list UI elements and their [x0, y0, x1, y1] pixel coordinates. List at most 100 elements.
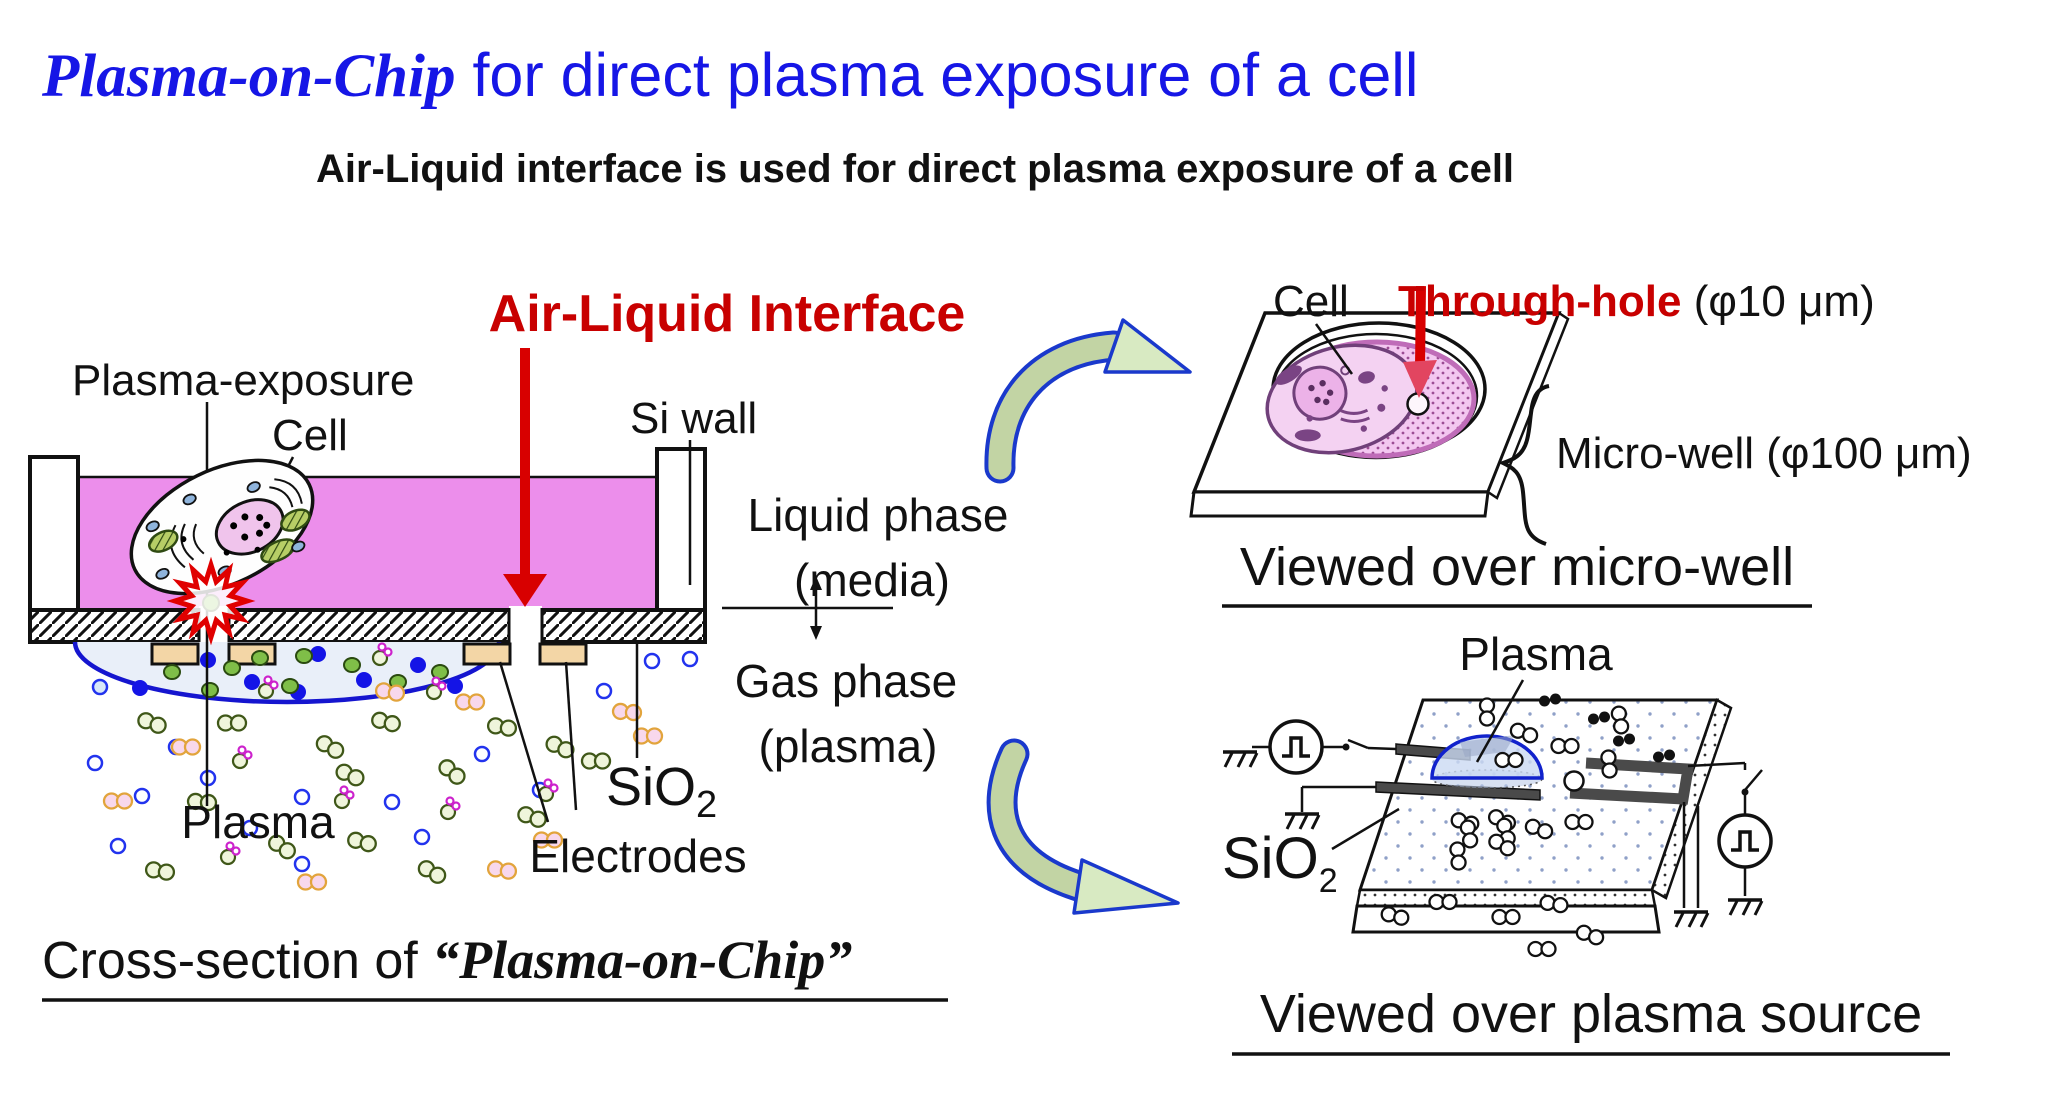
plasma-source-caption: Viewed over plasma source: [1260, 984, 1922, 1044]
title-rest: for direct plasma exposure of a cell: [456, 41, 1419, 109]
ion-particle: [356, 672, 372, 688]
molecule-o2: [229, 714, 248, 732]
gas-molecule: [1507, 751, 1524, 769]
plasma-exposure-starburst: [166, 556, 256, 646]
leader-source-sio2: [1331, 807, 1400, 851]
molecule-no: [115, 792, 134, 810]
particle-pair: [1599, 711, 1610, 723]
source-electrode-gap: [1563, 770, 1585, 792]
gas-atom: [133, 787, 151, 805]
molecule-oh: [451, 801, 461, 811]
microwell-chip-base: [1189, 490, 1490, 518]
ion-particle: [447, 678, 463, 694]
cross-section-diagram: Air-Liquid Interface Plasma-exposure Cel…: [28, 285, 1009, 1002]
label-cell: Cell: [272, 411, 348, 460]
gas-molecule: [1601, 762, 1618, 779]
molecule-no: [309, 873, 328, 891]
radical-particle: [201, 682, 219, 698]
gas-molecule: [1612, 718, 1630, 735]
ion-particle: [132, 680, 148, 696]
label-liquid-phase-1: Liquid phase: [748, 489, 1009, 541]
microwell-chip-edge: [1486, 311, 1570, 500]
through-hole-arrow: [1403, 285, 1437, 398]
molecule-o2: [593, 752, 612, 770]
gas-molecule: [1450, 854, 1467, 871]
particle-pair: [1624, 733, 1635, 745]
ion-particle: [410, 657, 426, 673]
pulse-generator-right: [1717, 813, 1773, 869]
molecule-oh: [269, 680, 279, 690]
ground-right-center: [1672, 910, 1710, 929]
source-electrode-u: [1569, 757, 1695, 805]
gas-molecule: [1461, 832, 1479, 849]
molecule-no: [467, 693, 486, 711]
gas-molecule: [1539, 894, 1556, 912]
molecule-o2: [448, 767, 466, 785]
phase-double-arrow: [810, 576, 822, 640]
leader-microwell-cell: [1314, 323, 1354, 375]
molecule-oh: [243, 750, 253, 760]
molecule-o2: [359, 835, 377, 853]
ion-particle: [310, 646, 326, 662]
label-plasma-exposure: Plasma-exposure: [72, 356, 414, 405]
molecule-oh: [339, 785, 349, 795]
particle-pair: [1539, 695, 1550, 707]
molecule-o2: [149, 716, 167, 734]
molecule-oh: [445, 796, 455, 806]
molecule-no: [624, 703, 643, 722]
micro-well-diagram: Cell Through-hole (φ10 μm) Micro-well (φ…: [1189, 277, 1972, 608]
molecule-oh: [237, 745, 247, 755]
gas-molecule: [1563, 737, 1580, 755]
source-molecules: [1380, 693, 1675, 958]
molecule-oh: [345, 790, 355, 800]
label-si-wall: Si wall: [630, 394, 757, 443]
subtitle: Air-Liquid interface is used for direct …: [316, 147, 1514, 191]
molecule-o2: [157, 863, 176, 881]
particle-pair: [1588, 713, 1599, 725]
gas-molecule: [1393, 909, 1410, 926]
label-liquid-phase-2: (media): [794, 554, 950, 606]
molecule-o2: [199, 793, 218, 812]
gas-molecule: [1499, 840, 1516, 857]
gas-atom: [413, 828, 431, 846]
label-sio2: SiO2: [606, 757, 717, 826]
gas-molecule: [1540, 940, 1557, 958]
molecule-no: [499, 862, 518, 880]
si-wall-left: [28, 455, 80, 614]
molecule-oh: [431, 676, 441, 686]
gas-atom: [595, 682, 613, 700]
label-mw-cell: Cell: [1273, 277, 1349, 326]
ion-particle: [244, 674, 260, 690]
radical-particle: [281, 678, 299, 694]
pulse-generator-left: [1268, 719, 1324, 775]
molecule-o2: [428, 866, 447, 884]
label-air-liquid-interface: Air-Liquid Interface: [489, 285, 966, 343]
particle-pair: [1613, 735, 1624, 747]
radical-particle: [343, 657, 361, 673]
molecule-no: [387, 684, 406, 702]
through-hole-right: [507, 606, 544, 644]
gas-molecule: [1504, 908, 1521, 926]
micro-well-caption: Viewed over micro-well: [1240, 537, 1794, 597]
leader-source-plasma: [1475, 679, 1525, 763]
label-gas-phase-1: Gas phase: [735, 655, 957, 707]
mitochondrion: [280, 508, 311, 532]
molecule-o2: [529, 810, 547, 828]
gas-molecule: [1478, 710, 1496, 727]
molecule-no: [545, 831, 564, 849]
gas-atom: [293, 855, 311, 873]
page-title: Plasma-on-Chip for direct plasma exposur…: [41, 41, 1418, 110]
molecule-no: [645, 727, 664, 745]
gas-molecule: [1441, 893, 1458, 911]
leader-electrode-2: [564, 661, 578, 811]
curved-arrow-to-plasma-source: [986, 738, 1180, 915]
molecule-oh: [263, 675, 273, 685]
label-plasma: Plasma: [181, 796, 335, 848]
plasma-source-diagram: Plasma SiO2 Viewed over plasma source: [1221, 628, 1950, 1056]
gas-molecule: [1459, 819, 1477, 836]
leader-electrode-1: [498, 661, 550, 823]
bubble-particle: [91, 678, 109, 696]
mitochondrion: [147, 529, 179, 553]
gas-molecule: [1536, 823, 1554, 840]
